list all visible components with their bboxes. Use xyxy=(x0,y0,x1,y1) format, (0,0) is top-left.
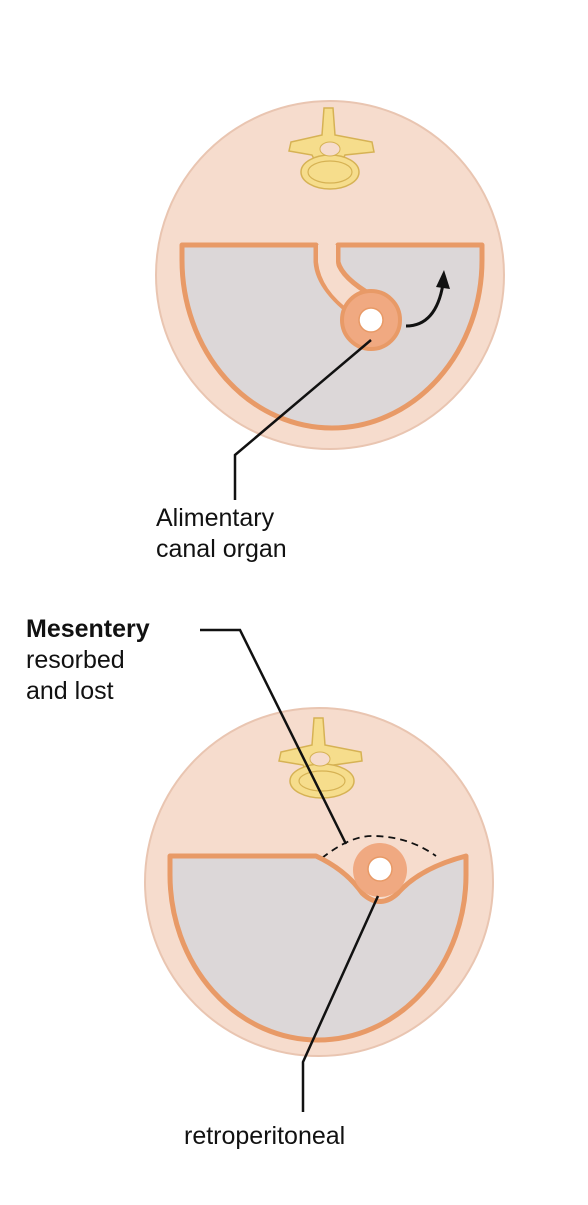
mesentery-leader-line xyxy=(200,628,348,845)
organ-lumen xyxy=(367,856,393,882)
alimentary-leader-line xyxy=(233,339,372,500)
retroperitoneal-leader-line xyxy=(301,895,380,1112)
mesentery xyxy=(318,245,362,312)
vertebral-foramen xyxy=(319,141,341,157)
curved-arrow-head xyxy=(436,270,450,289)
vertebral-foramen xyxy=(309,751,331,767)
top-panel xyxy=(155,100,505,500)
vertebra-icon xyxy=(278,717,363,799)
mesentery-label-line2: resorbed xyxy=(26,646,125,674)
vertebra-body-inner xyxy=(298,770,346,792)
bottom-panel xyxy=(144,628,494,1112)
mesentery-label: Mesentery xyxy=(26,615,150,643)
organ-lumen xyxy=(358,307,384,333)
vertebra-icon xyxy=(288,107,375,190)
mesentery-label-line3: and lost xyxy=(26,677,114,705)
alimentary-label-line1: Alimentary xyxy=(156,504,275,532)
vertebra-body xyxy=(300,154,360,190)
peritoneal-cavity xyxy=(167,853,469,1043)
alimentary-label-line2: canal organ xyxy=(156,535,287,563)
vertebra-body-inner xyxy=(307,160,353,184)
curved-arrow-icon xyxy=(405,283,445,328)
retroperitoneal-label: retroperitoneal xyxy=(184,1122,346,1150)
